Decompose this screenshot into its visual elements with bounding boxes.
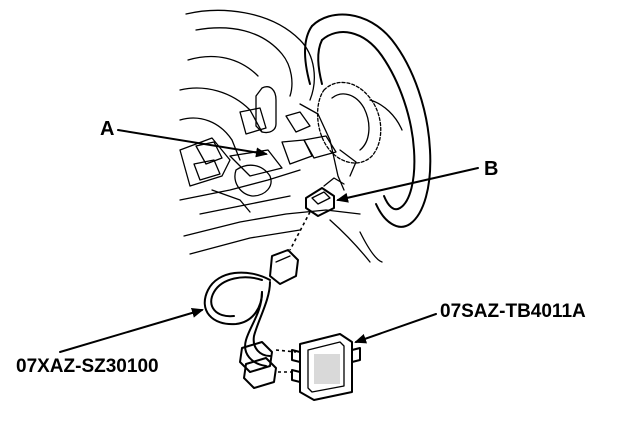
leader-b: [336, 167, 479, 203]
cable-tool-drawing: [203, 249, 299, 389]
tool-part-number-2: 07SAZ-TB4011A: [440, 301, 586, 322]
control-box-drawing: [291, 333, 361, 401]
leader-tool-2: [354, 313, 437, 344]
tool-part-number-1: 07XAZ-SZ30100: [16, 356, 159, 377]
connector-b-drawing: [305, 177, 345, 217]
dashboard-drawing: [179, 9, 383, 263]
leader-tool-1: [59, 308, 204, 353]
callout-label-b: B: [484, 158, 499, 180]
leader-a: [117, 129, 268, 158]
callout-label-a: A: [100, 118, 115, 140]
connection-guide-line: [289, 211, 311, 251]
steering-wheel-drawing: [281, 13, 432, 228]
